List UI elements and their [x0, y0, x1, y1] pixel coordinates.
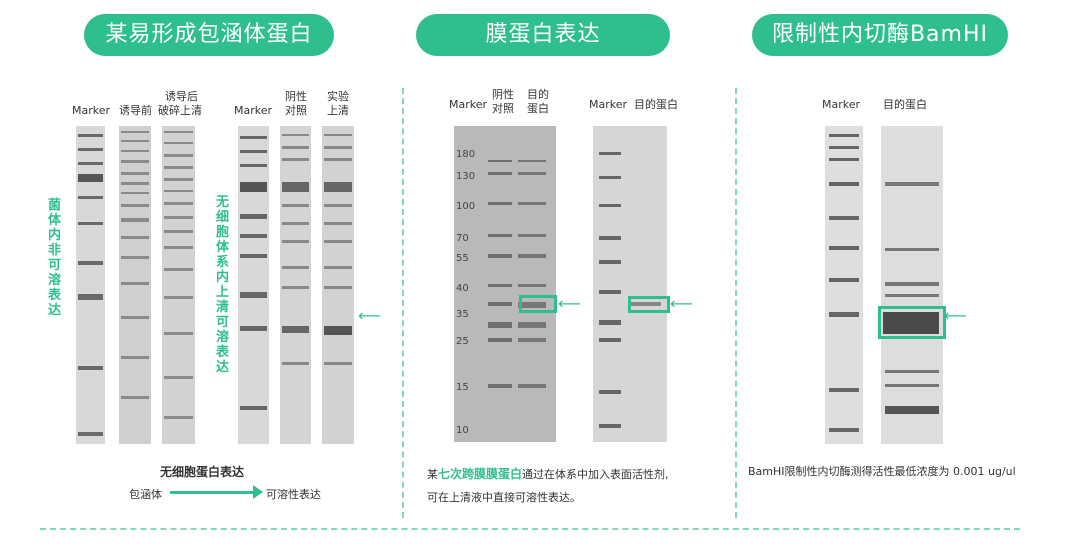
mw-label: 70	[456, 233, 469, 244]
membrane-caption-line2: 可在上清液中直接可溶性表达。	[427, 491, 581, 504]
panel-title-bamhi: 限制性内切酶BamHI	[752, 14, 1008, 56]
panel-title-inclusion: 某易形成包涵体蛋白	[84, 14, 334, 56]
lane-label-neg-2: 对照	[492, 102, 514, 115]
caption-highlight: 七次跨膜膜蛋白	[438, 467, 523, 481]
lane-label-after-1: 诱导后	[165, 90, 198, 103]
highlight-box	[519, 295, 557, 313]
arrow-left-icon: ⟵	[558, 294, 581, 313]
highlight-box	[878, 306, 946, 339]
lane-label-after-2: 破碎上清	[158, 104, 202, 117]
lane-label-marker: Marker	[822, 98, 861, 111]
lane-label-target-1: 目的	[527, 88, 549, 101]
mw-label: 25	[456, 336, 469, 347]
mw-label: 10	[456, 425, 469, 436]
divider-bottom	[40, 528, 1020, 530]
arrow-left-icon: ⟵	[358, 306, 381, 325]
gel-bamhi	[825, 126, 943, 444]
caption-rest: 通过在体系中加入表面活性剂,	[522, 468, 669, 481]
bamhi-caption: BamHI限制性内切酶测得活性最低浓度为 0.001 ug/ul	[748, 465, 1016, 478]
vertical-label-soluble: 无细胞体系内上清可溶表达	[216, 195, 230, 375]
lane-label-exp-1: 实验	[327, 90, 349, 103]
membrane-caption: 某七次跨膜膜蛋白通过在体系中加入表面活性剂,	[427, 465, 669, 482]
lane-label-marker2: Marker	[234, 104, 273, 117]
flow-to-label: 可溶性表达	[266, 488, 321, 501]
caption-prefix: 某	[427, 468, 438, 481]
lane-label-target2: 目的蛋白	[634, 98, 678, 111]
flow-arrowhead-icon	[253, 485, 263, 499]
vertical-label-insoluble: 菌体内非可溶表达	[48, 198, 62, 318]
flow-arrow-icon	[170, 491, 255, 494]
mw-label: 55	[456, 253, 469, 264]
mw-label: 130	[456, 171, 476, 182]
lane-label-exp-2: 上清	[327, 104, 349, 117]
lane-label-neg-1: 阴性	[492, 88, 514, 101]
panel-title-membrane: 膜蛋白表达	[416, 14, 670, 56]
arrow-left-icon: ⟵	[670, 294, 693, 313]
lane-label-target: 目的蛋白	[883, 98, 927, 111]
gel-inclusion	[76, 126, 195, 444]
mw-label: 15	[456, 382, 469, 393]
lane-label-neg-2: 对照	[285, 104, 307, 117]
lane-label-before: 诱导前	[119, 104, 152, 117]
lane-label-target-2: 蛋白	[527, 102, 549, 115]
gel-membrane-purified	[593, 126, 667, 442]
highlight-box	[628, 296, 670, 313]
mw-label: 35	[456, 309, 469, 320]
lane-label-marker: Marker	[449, 98, 488, 111]
divider-left	[402, 88, 404, 518]
flow-from-label: 包涵体	[129, 488, 162, 501]
arrow-left-icon: ⟵	[944, 306, 967, 325]
mw-label: 40	[456, 283, 469, 294]
lane-label-marker2: Marker	[589, 98, 628, 111]
lane-label-neg-1: 阴性	[285, 90, 307, 103]
cellfree-caption: 无细胞蛋白表达	[160, 465, 245, 479]
mw-label: 100	[456, 201, 476, 212]
gel-cellfree	[238, 126, 354, 444]
divider-right	[735, 88, 737, 518]
mw-label: 180	[456, 149, 476, 160]
lane-label-marker: Marker	[72, 104, 111, 117]
gel-membrane	[454, 126, 556, 442]
